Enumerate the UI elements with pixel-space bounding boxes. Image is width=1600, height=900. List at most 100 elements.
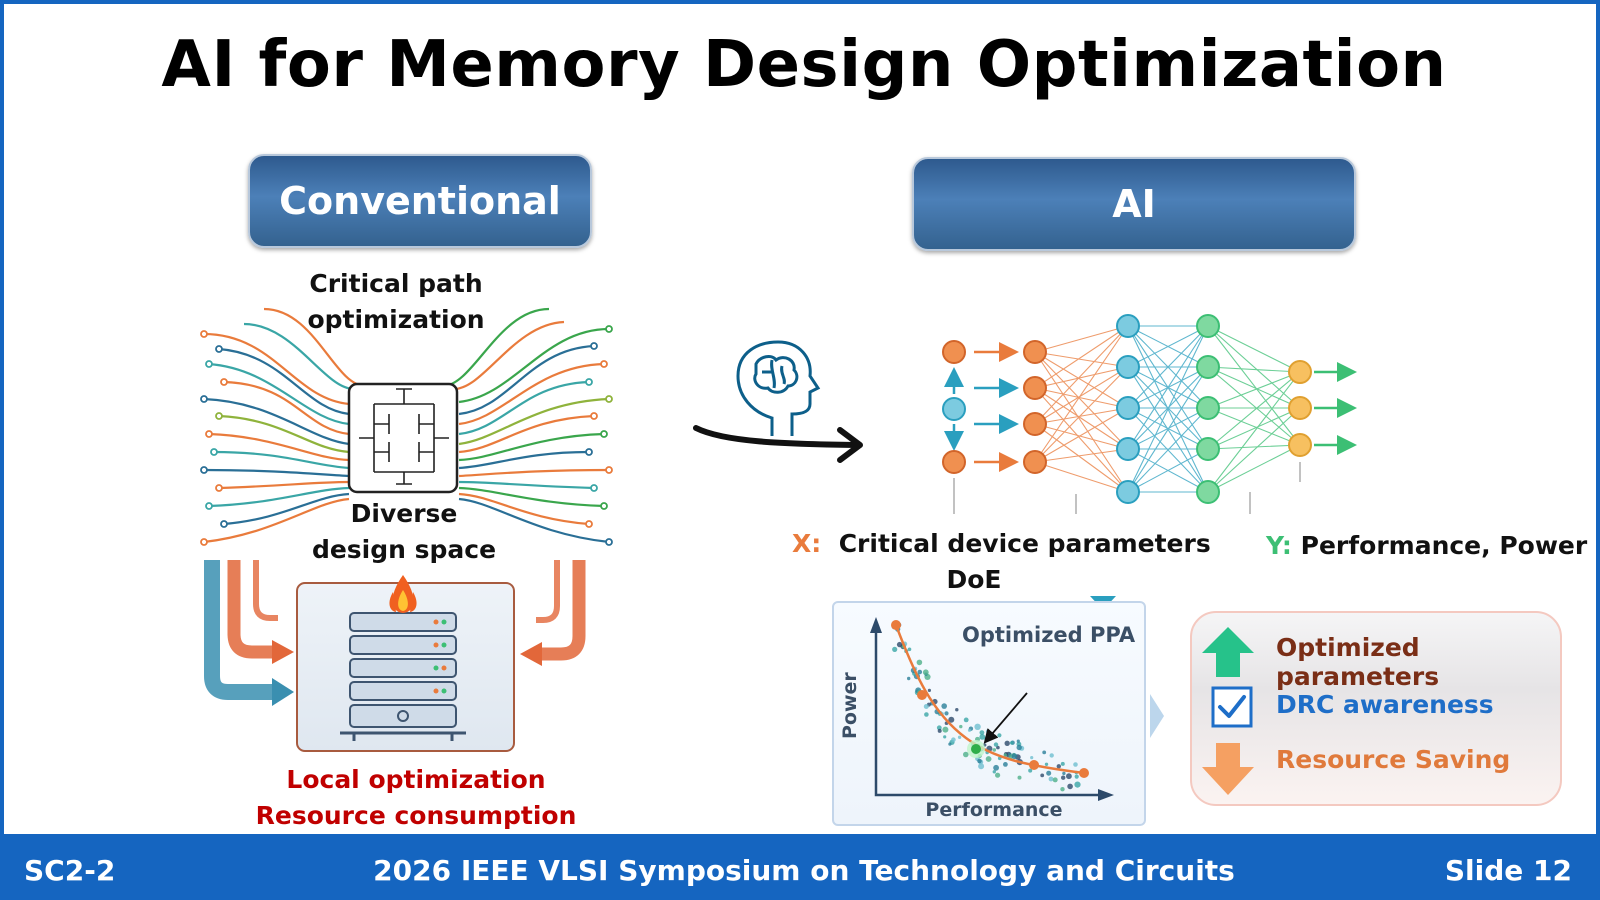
- scatter-point: [1016, 739, 1020, 743]
- scatter-point: [1049, 753, 1054, 758]
- scatter-point: [948, 716, 955, 723]
- x-parameters-label: X: Critical device parameters: [792, 529, 1211, 558]
- result-optimized-parameters: Optimized parameters: [1276, 633, 1440, 691]
- scatter-point: [1044, 762, 1049, 766]
- pareto-plot-svg: [870, 617, 1114, 801]
- scatter-point: [985, 756, 992, 762]
- session-id: SC2-2: [24, 854, 116, 887]
- scatter-point: [942, 726, 949, 733]
- neural-network-diagram: [942, 314, 1357, 514]
- scatter-point: [1011, 753, 1018, 760]
- scatter-point: [1062, 771, 1066, 776]
- scatter-point: [1042, 750, 1047, 755]
- plot-ylabel: Power: [839, 672, 861, 739]
- scatter-point: [1004, 740, 1010, 746]
- scatter-point: [1048, 776, 1054, 782]
- scatter-point: [917, 669, 923, 675]
- ai-brain-head-icon: [736, 340, 821, 436]
- scatter-point: [963, 717, 969, 723]
- connector-chevron: [1150, 694, 1164, 738]
- scatter-point: [1046, 770, 1052, 776]
- scatter-point: [907, 647, 912, 652]
- scatter-point: [1016, 744, 1022, 751]
- scatter-point: [1073, 762, 1078, 767]
- scatter-point: [955, 708, 959, 712]
- scatter-point: [978, 763, 985, 770]
- up-arrow-icon: [1202, 627, 1254, 677]
- scatter-point: [1060, 787, 1065, 792]
- scatter-point: [944, 711, 949, 716]
- scatter-point: [977, 758, 982, 764]
- scatter-points: [891, 621, 1081, 792]
- down-arrow-icon: [1202, 743, 1254, 795]
- scatter-point: [936, 725, 942, 731]
- checkbox-icon: [1211, 686, 1253, 728]
- scatter-point: [1074, 774, 1079, 779]
- scatter-point: [941, 703, 947, 709]
- scatter-point: [1067, 783, 1073, 790]
- pareto-plot: Optimized PPA Power Performance: [832, 601, 1146, 826]
- wire-bundle-right: [443, 307, 610, 544]
- scatter-point: [996, 745, 1000, 750]
- scatter-point: [1061, 775, 1066, 780]
- scatter-point: [1010, 741, 1014, 745]
- local-optimization-label: Local optimization Resource consumption: [255, 765, 577, 830]
- fire-icon: [389, 575, 417, 613]
- scatter-point: [979, 734, 986, 740]
- scatter-point: [992, 748, 997, 752]
- ai-header: AI: [912, 157, 1356, 251]
- scatter-point: [1066, 773, 1072, 780]
- scatter-point: [1003, 762, 1008, 767]
- scatter-point: [993, 764, 999, 771]
- slide-title: AI for Memory Design Optimization: [161, 28, 1447, 102]
- scatter-point: [1017, 775, 1022, 780]
- result-drc-awareness: DRC awareness: [1276, 690, 1494, 719]
- scatter-point: [985, 729, 990, 734]
- scatter-point: [1060, 761, 1065, 766]
- scatter-point: [951, 737, 956, 742]
- footer-bar: SC2-2 2026 IEEE VLSI Symposium on Techno…: [4, 834, 1596, 900]
- pareto-front-line: [894, 624, 1085, 775]
- scatter-point: [992, 770, 996, 774]
- optimized-ppa-label: Optimized PPA: [962, 623, 1136, 647]
- scatter-point: [993, 742, 999, 747]
- scatter-point: [959, 724, 963, 729]
- scatter-point: [907, 676, 911, 681]
- scatter-point: [923, 704, 929, 709]
- slide-number: Slide 12: [1444, 854, 1572, 887]
- scatter-point: [916, 659, 923, 666]
- scatter-point: [1056, 764, 1061, 769]
- critical-path-label: Critical path optimization: [307, 269, 485, 334]
- scatter-point: [997, 733, 1002, 738]
- scatter-point: [937, 728, 942, 733]
- scatter-point: [979, 730, 985, 735]
- scatter-point: [943, 735, 947, 739]
- scatter-point: [1040, 773, 1045, 778]
- scatter-point: [995, 772, 1001, 778]
- scatter-point: [1030, 756, 1034, 760]
- results-box: Optimized parameters DRC awareness Resou…: [1190, 611, 1562, 806]
- flow-arrows-conventional: [204, 560, 586, 706]
- scatter-point: [1074, 781, 1081, 788]
- diagram-artwork: [200, 307, 1357, 752]
- scatter-point: [967, 728, 972, 732]
- y-outputs-label: Y: Performance, Power: [1266, 531, 1588, 560]
- doe-label: DoE: [946, 565, 1002, 594]
- transfer-arrow-icon: [693, 425, 863, 463]
- scatter-point: [957, 735, 962, 739]
- wire-bundle-left: [203, 307, 365, 544]
- scatter-point: [927, 688, 931, 692]
- conference-name: 2026 IEEE VLSI Symposium on Technology a…: [373, 854, 1235, 887]
- scatter-point: [1028, 768, 1033, 773]
- scatter-point: [963, 751, 969, 758]
- conventional-header: Conventional: [248, 154, 592, 248]
- scatter-point: [896, 641, 903, 648]
- design-space-label: Diverse design space: [311, 499, 497, 564]
- scatter-point: [924, 712, 929, 717]
- circuit-chip-icon: [347, 382, 459, 494]
- wire-terminals: [200, 325, 613, 546]
- scatter-point: [922, 669, 929, 676]
- result-resource-saving: Resource Saving: [1276, 745, 1511, 774]
- scatter-point: [1052, 777, 1058, 783]
